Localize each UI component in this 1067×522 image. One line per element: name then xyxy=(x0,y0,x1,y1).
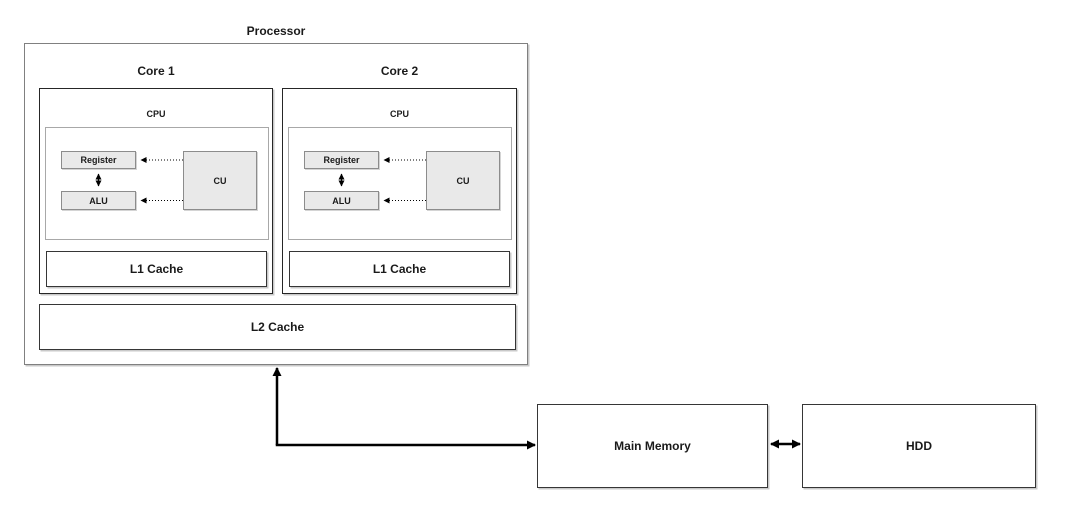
processor-label: Processor xyxy=(246,24,306,38)
core2-label: Core 2 xyxy=(380,64,419,78)
core2-box: CPU Register ALU CU xyxy=(282,88,517,294)
core1-register-box: Register xyxy=(61,151,136,169)
core2-l1-cache-box: L1 Cache xyxy=(289,251,510,287)
main-memory-box: Main Memory xyxy=(537,404,768,488)
core2-cu-box: CU xyxy=(426,151,500,210)
processor-box: Core 1 Core 2 CPU Register ALU CU xyxy=(24,43,528,365)
core1-cpu-box: Register ALU CU xyxy=(45,127,269,240)
core2-register-box: Register xyxy=(304,151,379,169)
core1-l1-cache-box: L1 Cache xyxy=(46,251,267,287)
l2-cache-box: L2 Cache xyxy=(39,304,516,350)
core1-cu-box: CU xyxy=(183,151,257,210)
core2-alu-box: ALU xyxy=(304,191,379,210)
core2-cpu-box: Register ALU CU xyxy=(288,127,512,240)
core2-cpu-label: CPU xyxy=(389,109,409,119)
core1-box: CPU Register ALU CU xyxy=(39,88,273,294)
core1-label: Core 1 xyxy=(137,64,175,78)
core1-alu-box: ALU xyxy=(61,191,136,210)
core1-cpu-label: CPU xyxy=(146,109,166,119)
hdd-box: HDD xyxy=(802,404,1036,488)
